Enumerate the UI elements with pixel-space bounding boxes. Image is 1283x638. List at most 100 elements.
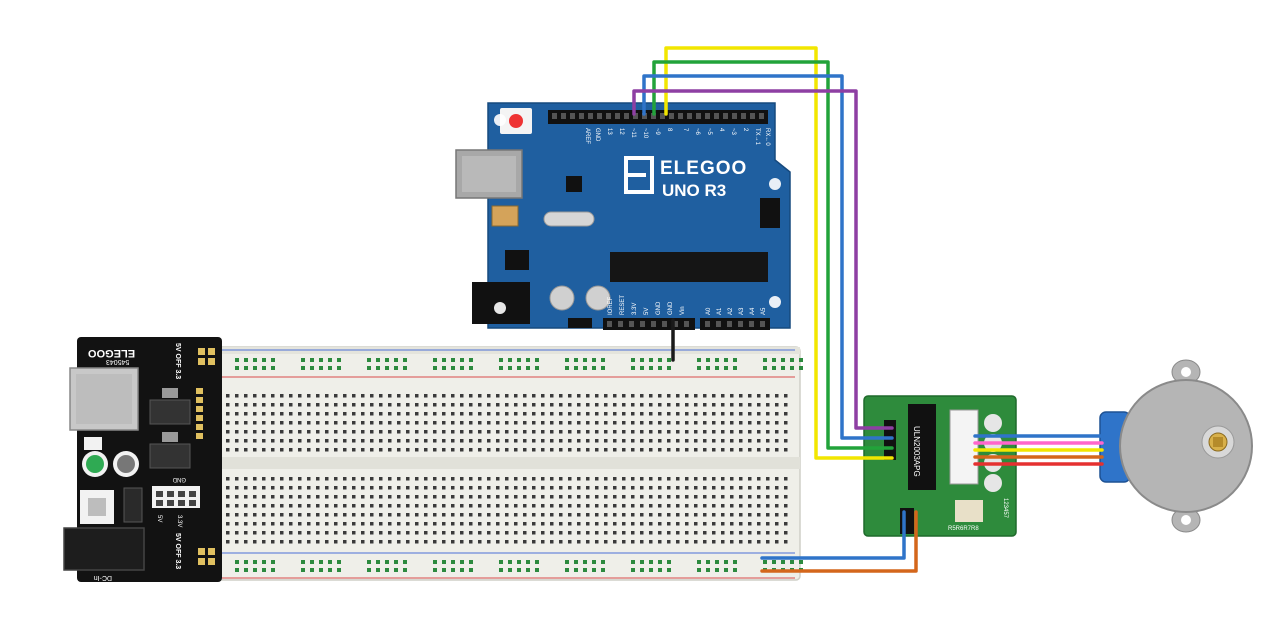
breadboard-hole: [415, 412, 419, 416]
breadboard-hole: [757, 412, 761, 416]
breadboard-hole: [775, 477, 779, 481]
breadboard-hole: [451, 448, 455, 452]
rail-hole: [271, 568, 275, 572]
breadboard-hole: [379, 448, 383, 452]
breadboard-hole: [748, 448, 752, 452]
breadboard-hole: [334, 504, 338, 508]
breadboard-hole: [658, 477, 662, 481]
breadboard-hole: [775, 403, 779, 407]
breadboard-hole: [271, 394, 275, 398]
pm-bottom-label: 5V OFF 3.3: [174, 533, 181, 569]
breadboard-hole: [694, 531, 698, 535]
breadboard-hole: [586, 522, 590, 526]
breadboard-hole: [424, 403, 428, 407]
rail-hole: [499, 568, 503, 572]
electrolytic-cap-1: [549, 285, 575, 311]
breadboard-hole: [469, 531, 473, 535]
breadboard-hole: [649, 421, 653, 425]
breadboard-hole: [703, 531, 707, 535]
breadboard-hole: [631, 448, 635, 452]
motor-body: [1119, 379, 1253, 513]
driver-power-header: [900, 508, 914, 534]
rail-hole: [733, 358, 737, 362]
breadboard-hole: [667, 448, 671, 452]
breadboard-hole: [424, 513, 428, 517]
breadboard-hole: [613, 486, 617, 490]
breadboard-hole: [658, 394, 662, 398]
breadboard-hole: [730, 513, 734, 517]
breadboard-hole: [433, 412, 437, 416]
breadboard-hole: [712, 486, 716, 490]
breadboard-hole: [532, 513, 536, 517]
breadboard-hole: [424, 412, 428, 416]
rail-hole: [649, 568, 653, 572]
breadboard-holes: [226, 358, 803, 572]
breadboard-hole: [226, 531, 230, 535]
breadboard-hole: [334, 531, 338, 535]
breadboard-hole: [595, 531, 599, 535]
breadboard-hole: [334, 394, 338, 398]
breadboard-hole: [532, 403, 536, 407]
breadboard-hole: [631, 540, 635, 544]
header-pin: [615, 113, 620, 119]
wire-blue-gnd: [760, 510, 906, 560]
breadboard-hole: [712, 513, 716, 517]
breadboard-hole: [460, 495, 464, 499]
breadboard-hole: [631, 412, 635, 416]
breadboard-hole: [469, 403, 473, 407]
rail-hole: [499, 560, 503, 564]
rail-hole: [451, 366, 455, 370]
breadboard-hole: [271, 486, 275, 490]
breadboard-hole: [415, 430, 419, 434]
breadboard-hole: [514, 403, 518, 407]
breadboard-hole: [442, 421, 446, 425]
breadboard-hole: [325, 394, 329, 398]
breadboard-hole: [397, 430, 401, 434]
breadboard-hole: [730, 477, 734, 481]
breadboard-hole: [460, 504, 464, 508]
breadboard-hole: [496, 540, 500, 544]
breadboard-hole: [352, 531, 356, 535]
rail-hole: [631, 568, 635, 572]
breadboard-hole: [406, 531, 410, 535]
breadboard-hole: [253, 531, 257, 535]
breadboard-hole: [316, 522, 320, 526]
breadboard-hole: [604, 540, 608, 544]
breadboard-hole: [280, 439, 284, 443]
header-pin: [732, 113, 737, 119]
breadboard-hole: [433, 394, 437, 398]
breadboard-hole: [730, 486, 734, 490]
breadboard-hole: [631, 486, 635, 490]
breadboard-hole: [757, 439, 761, 443]
breadboard-hole: [406, 477, 410, 481]
breadboard-hole: [685, 403, 689, 407]
breadboard-hole: [658, 412, 662, 416]
breadboard-hole: [739, 421, 743, 425]
driver-resistor-label: R5R6R7R8: [948, 526, 979, 532]
breadboard-hole: [379, 504, 383, 508]
breadboard-hole: [523, 522, 527, 526]
breadboard-hole: [775, 486, 779, 490]
breadboard-hole: [523, 540, 527, 544]
rail-hole: [442, 568, 446, 572]
breadboard-hole: [514, 486, 518, 490]
breadboard-hole: [343, 540, 347, 544]
reset-button: [509, 114, 523, 128]
breadboard-hole: [748, 412, 752, 416]
breadboard-hole: [469, 486, 473, 490]
rail-hole: [535, 568, 539, 572]
breadboard-hole: [658, 513, 662, 517]
rail-hole: [790, 366, 794, 370]
breadboard-hole: [694, 540, 698, 544]
breadboard-hole: [343, 504, 347, 508]
rail-hole: [367, 366, 371, 370]
arduino-brand: ELEGOO: [660, 158, 747, 179]
breadboard-hole: [631, 531, 635, 535]
breadboard-hole: [388, 504, 392, 508]
breadboard-hole: [307, 540, 311, 544]
breadboard-hole: [424, 439, 428, 443]
breadboard-hole: [487, 477, 491, 481]
breadboard-hole: [379, 403, 383, 407]
breadboard-hole: [478, 522, 482, 526]
rail-hole: [451, 560, 455, 564]
